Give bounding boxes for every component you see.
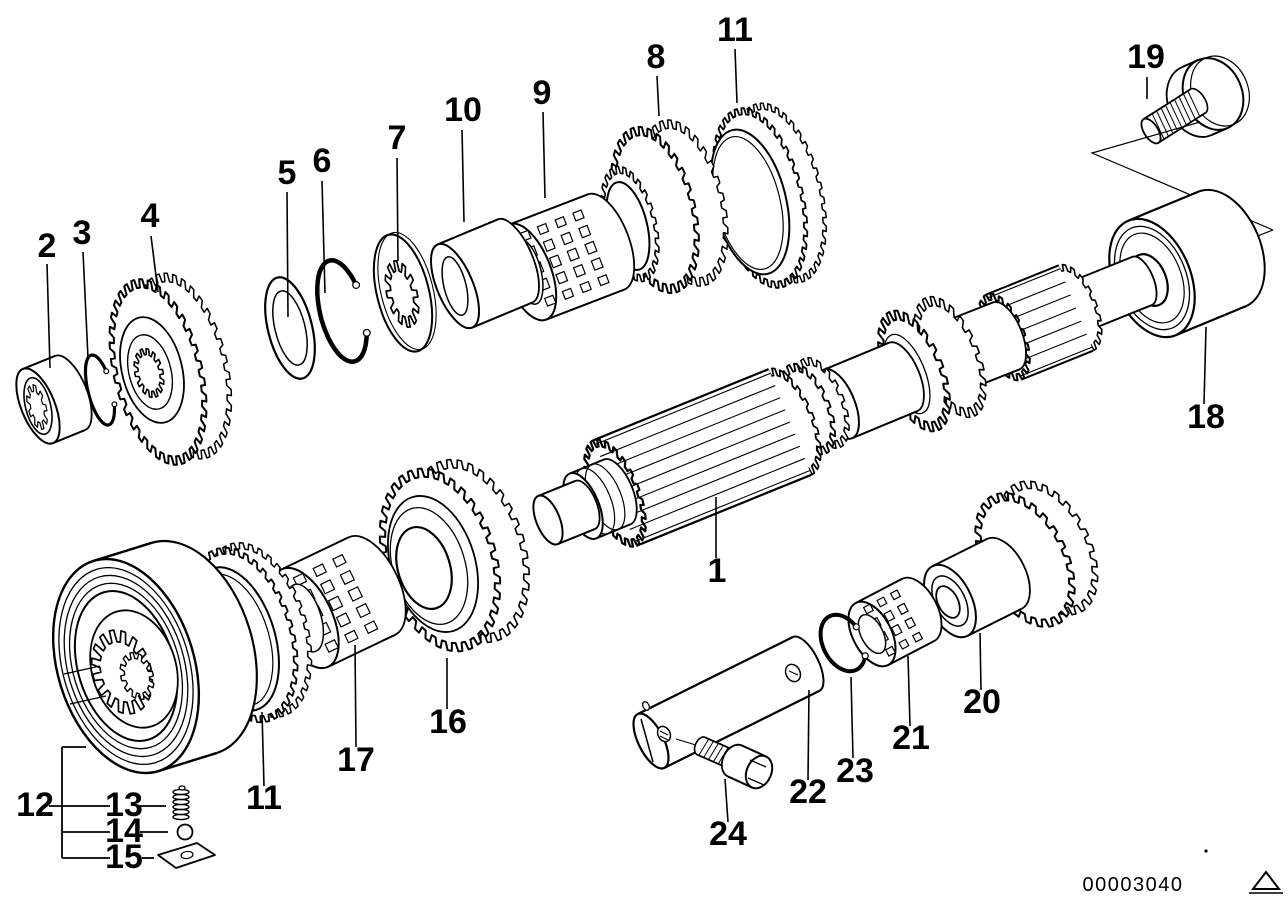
callout-21: 21: [892, 719, 930, 757]
part-22-shaft: [632, 635, 825, 770]
callout-24: 24: [709, 815, 747, 853]
callout-10: 10: [444, 91, 482, 129]
callout-13: 13: [105, 786, 143, 824]
callout-11-top: 11: [717, 11, 753, 49]
callout-7: 7: [388, 119, 407, 157]
callout-5: 5: [278, 154, 297, 192]
revision-triangle-icon: [1250, 870, 1282, 890]
part-23-snap-ring: [818, 612, 869, 674]
part-12-synchro-hub-assembly: [51, 539, 258, 775]
part-10-sleeve: [430, 217, 540, 330]
callout-11-bottom: 11: [246, 779, 282, 817]
callout-18: 18: [1187, 398, 1225, 436]
footer: 00003040: [1083, 849, 1283, 896]
part-5-washer: [264, 276, 316, 380]
callout-2: 2: [38, 227, 57, 265]
part-7-splined-washer: [372, 231, 437, 353]
callout-12: 12: [16, 786, 54, 824]
diagram-artwork: [15, 48, 1274, 869]
part-11-synchro-ring-top: [709, 102, 828, 289]
callout-6: 6: [313, 142, 332, 180]
part-21-needle-cage: [847, 576, 943, 668]
callout-20: 20: [963, 683, 1001, 721]
part-1-output-shaft: [532, 255, 1158, 548]
callout-labels: 2 3 4 5 6 7 10 9 8 11 19 18 1 16 17 11 1…: [16, 11, 1225, 876]
part-19-bolt: [1140, 55, 1250, 145]
callout-23: 23: [836, 752, 874, 790]
part-20-gear: [923, 480, 1099, 639]
callout-3: 3: [73, 214, 92, 252]
dot-mark: [1204, 849, 1208, 853]
callout-16: 16: [429, 703, 467, 741]
image-code: 00003040: [1083, 874, 1184, 896]
part-6-snap-ring: [315, 258, 371, 364]
callout-9: 9: [533, 74, 552, 112]
callout-17: 17: [337, 741, 375, 779]
part-14-ball-icon: [176, 823, 194, 841]
leader-lines: [46, 48, 1207, 823]
callout-19: 19: [1127, 38, 1165, 76]
callout-bracket-12: [49, 746, 168, 859]
callout-14: 14: [105, 812, 143, 850]
callout-4: 4: [141, 197, 160, 235]
callout-1: 1: [708, 552, 727, 590]
part-2-needle-bushing: [15, 354, 93, 445]
callout-8: 8: [647, 38, 666, 76]
callout-22: 22: [789, 773, 827, 811]
part-15-key-plate-icon: [157, 842, 216, 869]
part-4-gear: [108, 272, 233, 466]
part-13-spring-icon: [172, 785, 190, 821]
callout-15: 15: [105, 838, 143, 876]
part-24-bolt: [675, 736, 774, 790]
